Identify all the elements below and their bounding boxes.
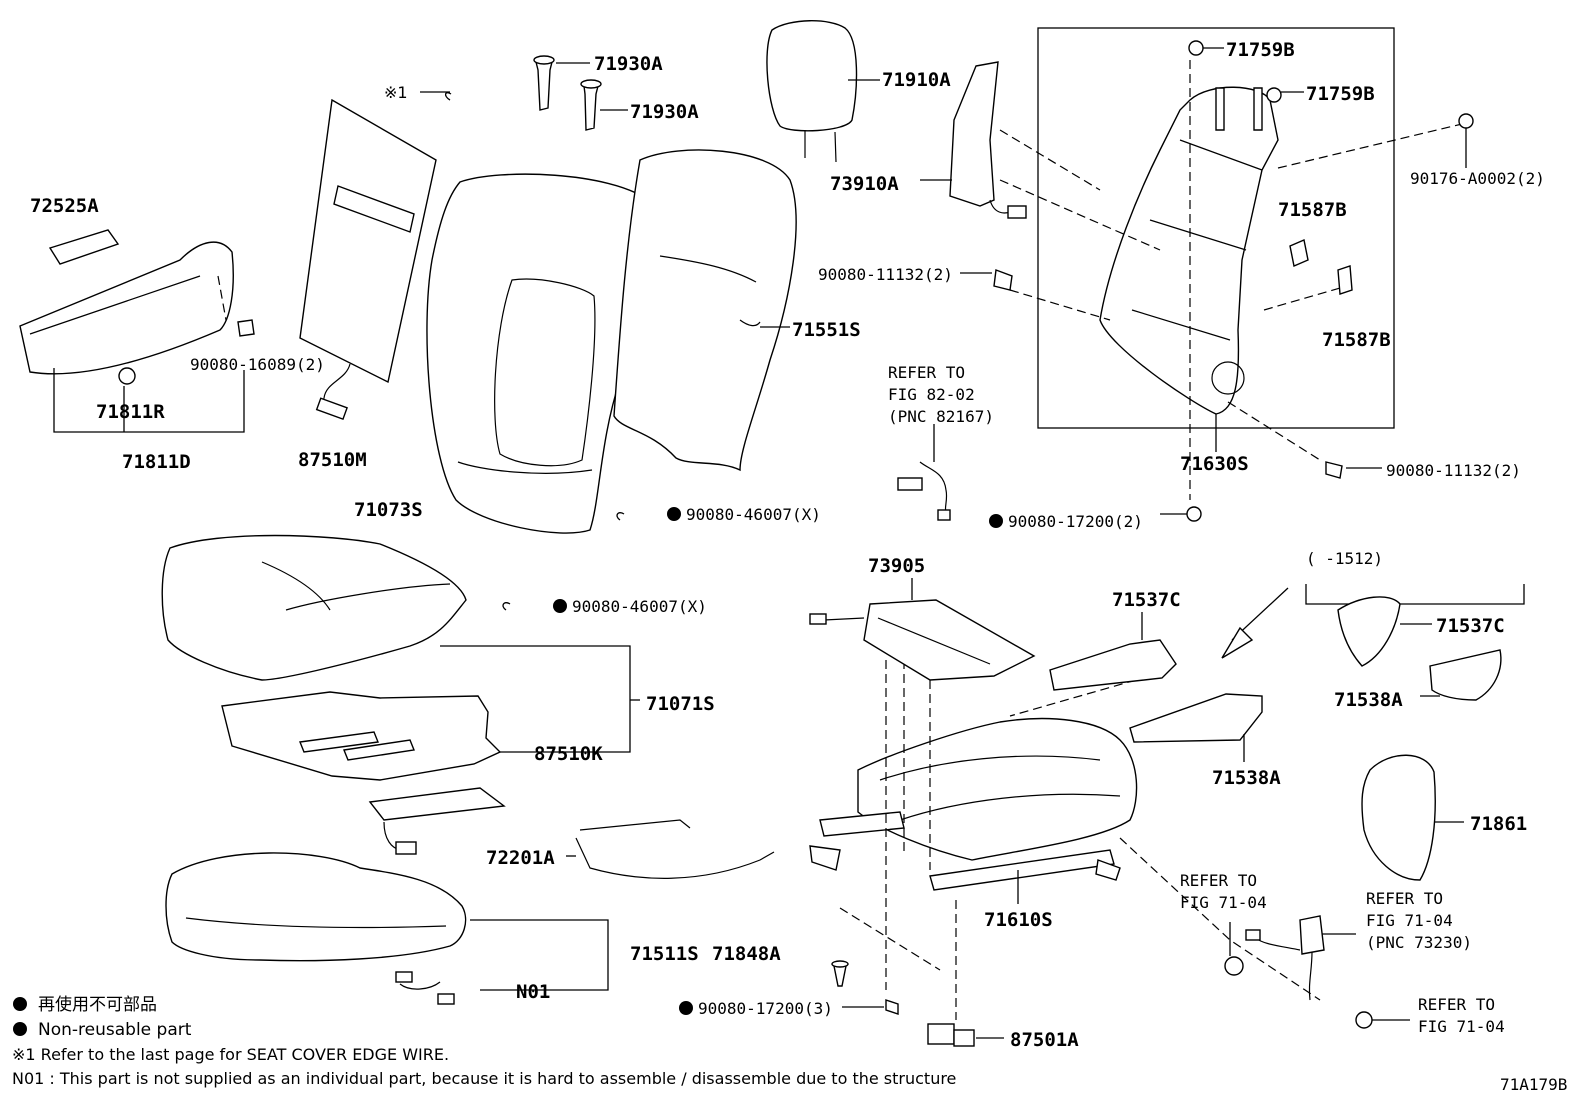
cushion-heater-87510K [221,691,640,855]
headrest-guides [533,55,628,131]
label-71587B-1: 71587B [1278,199,1347,221]
ref-82-line1: REFER TO [888,363,965,382]
label-71861: 71861 [1470,813,1527,835]
label-71538A-1: 71538A [1334,689,1403,711]
legend-dot-jp [13,997,27,1011]
legend-dot-en [13,1022,27,1036]
label-71073S: 71073S [354,499,423,521]
ref-71b-line3: (PNC 73230) [1366,933,1472,952]
label-71630S: 71630S [1180,453,1249,475]
seatback-frame [999,40,1463,500]
headrest-group [766,20,880,163]
label-73905: 73905 [868,555,925,577]
label-90080-17200-a: 90080-17200(2) [1008,512,1143,531]
label-72201A: 72201A [486,847,555,869]
label-71537C-2: 71537C [1436,615,1505,637]
cushion-cover [165,852,609,1005]
diagram-code: 71A179B [1500,1075,1567,1094]
nonreusable-dot-46007-b [553,599,567,613]
ref-71c-line2: FIG 71-04 [1418,1017,1505,1036]
wire-harness-ref [897,424,1202,522]
label-71910A: 71910A [882,69,951,91]
side-covers [1049,584,1525,762]
label-71811D: 71811D [122,451,191,473]
label-71848A: 71848A [712,943,781,965]
misc-clips [502,512,1004,1047]
label-90080-11132-a: 90080-11132(2) [818,265,953,284]
seatback-heater-87510M [299,91,452,421]
ref-71c-line1: REFER TO [1418,995,1495,1014]
label-71759B-1: 71759B [1226,39,1295,61]
headrest-71910A [766,20,858,132]
nonreusable-dot-17200-b [679,1001,693,1015]
label-90080-16089: 90080-16089(2) [190,355,325,374]
label-ref1: ※1 [384,83,408,102]
ref-71b-line1: REFER TO [1366,889,1443,908]
nonreusable-dot-17200-a [989,514,1003,528]
nonreusable-dot-46007-a [667,507,681,521]
label-90080-11132-b: 90080-11132(2) [1386,461,1521,480]
label-71930A-1: 71930A [594,53,663,75]
label-87501A: 87501A [1010,1029,1079,1051]
label-71551S: 71551S [792,319,861,341]
label-90080-46007-a: 90080-46007(X) [686,505,821,524]
armrest-71811D [19,229,255,433]
label-71610S: 71610S [984,909,1053,931]
legend-note1: ※1 Refer to the last page for SEAT COVER… [12,1045,449,1064]
seat-frame-71610S [809,660,1321,1020]
label-71511S: 71511S [630,943,699,965]
label-71538A-2: 71538A [1212,767,1281,789]
label-72525A: 72525A [30,195,99,217]
bolts-90080-11132 [960,113,1474,479]
ref-82-line3: (PNC 82167) [888,407,994,426]
label-range: ( -1512) [1306,549,1383,568]
side-airbag-73910A [920,61,1027,219]
legend-note-n01: N01 : This part is not supplied as an in… [12,1069,956,1088]
label-87510M: 87510M [298,449,367,471]
label-71537C-1: 71537C [1112,589,1181,611]
label-90080-17200-b: 90080-17200(3) [698,999,833,1018]
label-90080-46007-b: 90080-46007(X) [572,597,707,616]
label-71587B-2: 71587B [1322,329,1391,351]
shield-71861 [1361,754,1464,881]
label-73910A: 73910A [830,173,899,195]
occupant-mat-73905 [809,578,1036,681]
legend-nonreusable-en: Non-reusable part [38,1020,192,1040]
label-71811R: 71811R [96,401,165,423]
ref-71a-line2: FIG 71-04 [1180,893,1267,912]
seatback-cover-71551S [613,149,797,472]
label-90176-A0002: 90176-A0002(2) [1410,169,1545,188]
ref-71a-line1: REFER TO [1180,871,1257,890]
label-71930A-2: 71930A [630,101,699,123]
ref-71b-line2: FIG 71-04 [1366,911,1453,930]
seat-wire-72201A [566,819,775,879]
legend-nonreusable-jp: 再使用不可部品 [38,994,157,1015]
arrow [1221,587,1289,659]
ref-82-line2: FIG 82-02 [888,385,975,404]
label-87510K: 87510K [534,743,603,765]
label-71071S: 71071S [646,693,715,715]
seatbelt-buckle [1224,915,1410,1029]
cushion-pad [161,534,631,753]
label-71759B-2: 71759B [1306,83,1375,105]
label-N01: N01 [516,981,550,1003]
